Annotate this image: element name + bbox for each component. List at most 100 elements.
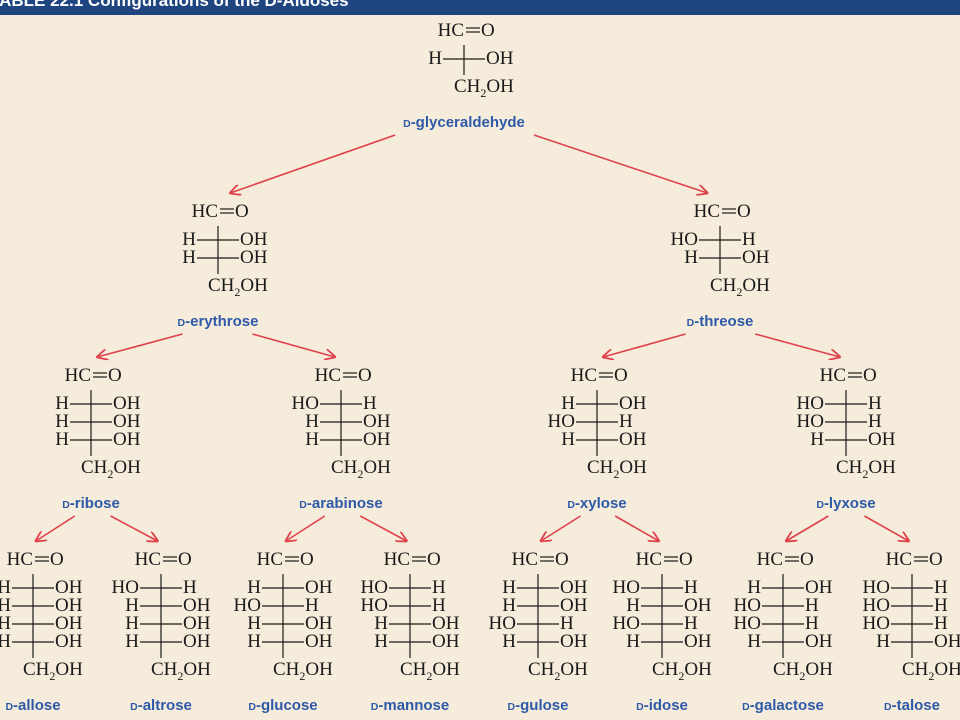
hydroxyl-substituent: OH — [684, 595, 712, 616]
hydroxyl-substituent: OH — [240, 247, 268, 268]
arrow-threose-to-lyxose — [755, 333, 839, 357]
hydroxyl-substituent: HO — [863, 595, 890, 616]
hydroxyl-substituent: OH — [183, 613, 211, 634]
hydroxyl-substituent: OH — [363, 429, 391, 450]
hydroxyl-substituent: HO — [112, 577, 139, 598]
sugar-name-label: D-lyxose — [816, 495, 875, 512]
hydrogen-substituent: H — [183, 577, 197, 598]
terminal-group: CH2OH — [331, 457, 391, 481]
sugar-name-label: D-galactose — [742, 697, 824, 714]
hydroxyl-substituent: HO — [361, 595, 388, 616]
hydrogen-substituent: H — [684, 247, 698, 268]
terminal-group: CH2OH — [454, 76, 514, 100]
stereocenter-row: H OH — [305, 429, 390, 450]
hydrogen-substituent: H — [626, 631, 640, 652]
hydroxyl-substituent: OH — [684, 631, 712, 652]
hydrogen-substituent: H — [805, 595, 819, 616]
hydrogen-substituent: H — [502, 577, 516, 598]
hydrogen-substituent: H — [125, 631, 139, 652]
aldehyde-carbon: HC — [820, 365, 846, 386]
hydroxyl-substituent: OH — [560, 595, 588, 616]
hydroxyl-substituent: HO — [613, 613, 640, 634]
arrow-ribose-to-altrose — [110, 515, 158, 541]
hydroxyl-substituent: OH — [742, 247, 770, 268]
hydrogen-substituent: H — [0, 613, 11, 634]
hydrogen-substituent: H — [428, 48, 442, 69]
hydrogen-substituent: H — [374, 631, 388, 652]
hydroxyl-substituent: OH — [55, 577, 83, 598]
hydrogen-substituent: H — [55, 411, 69, 432]
terminal-group: CH2OH — [652, 659, 712, 683]
arrow-arabinose-to-glucose — [286, 515, 326, 541]
hydroxyl-substituent: OH — [55, 613, 83, 634]
arrow-arabinose-to-mannose — [359, 515, 406, 541]
hydrogen-substituent: H — [561, 393, 575, 414]
aldehyde-oxygen: O — [737, 201, 751, 222]
hydrogen-substituent: H — [934, 595, 948, 616]
hydroxyl-substituent: HO — [863, 577, 890, 598]
aldehyde-oxygen: O — [800, 549, 814, 570]
hydrogen-substituent: H — [182, 229, 196, 250]
sugar-name-label: D-arabinose — [299, 495, 382, 512]
hydroxyl-substituent: OH — [619, 393, 647, 414]
stereocenter-row: HO H — [613, 613, 698, 634]
aldehyde-oxygen: O — [614, 365, 628, 386]
sugar-name-label: D-xylose — [567, 495, 626, 512]
hydrogen-substituent: H — [305, 411, 319, 432]
terminal-group: CH2OH — [151, 659, 211, 683]
arrow-erythrose-to-ribose — [97, 333, 183, 357]
hydrogen-substituent: H — [561, 429, 575, 450]
sugar-name-label: D-mannose — [371, 697, 449, 714]
hydrogen-substituent: H — [305, 429, 319, 450]
terminal-group: CH2OH — [400, 659, 460, 683]
hydrogen-substituent: H — [247, 631, 261, 652]
arrow-ribose-to-allose — [36, 515, 76, 541]
hydrogen-substituent: H — [805, 613, 819, 634]
sugar-name-label: D-gulose — [508, 697, 569, 714]
sugar-name-label: D-altrose — [130, 697, 192, 714]
hydroxyl-substituent: OH — [934, 631, 960, 652]
hydroxyl-substituent: OH — [183, 631, 211, 652]
hydrogen-substituent: H — [125, 613, 139, 634]
aldehyde-oxygen: O — [555, 549, 569, 570]
hydrogen-substituent: H — [0, 595, 11, 616]
aldehyde-carbon: HC — [757, 549, 783, 570]
hydrogen-substituent: H — [305, 595, 319, 616]
terminal-group: CH2OH — [836, 457, 896, 481]
aldehyde-carbon: HC — [257, 549, 283, 570]
aldehyde-carbon: HC — [192, 201, 218, 222]
hydrogen-substituent: H — [55, 429, 69, 450]
hydroxyl-substituent: OH — [560, 631, 588, 652]
hydroxyl-substituent: HO — [797, 393, 824, 414]
hydrogen-substituent: H — [502, 631, 516, 652]
sugar-name-label: D-idose — [636, 697, 688, 714]
hydrogen-substituent: H — [374, 613, 388, 634]
sugar-name-label: D-threose — [687, 313, 754, 330]
aldehyde-carbon: HC — [135, 549, 161, 570]
hydrogen-substituent: H — [626, 595, 640, 616]
terminal-group: CH2OH — [773, 659, 833, 683]
hydrogen-substituent: H — [684, 613, 698, 634]
arrow-threose-to-xylose — [603, 333, 686, 357]
hydroxyl-substituent: OH — [305, 577, 333, 598]
arrow-glyceraldehyde-to-threose — [533, 134, 707, 193]
terminal-group: CH2OH — [710, 275, 770, 299]
